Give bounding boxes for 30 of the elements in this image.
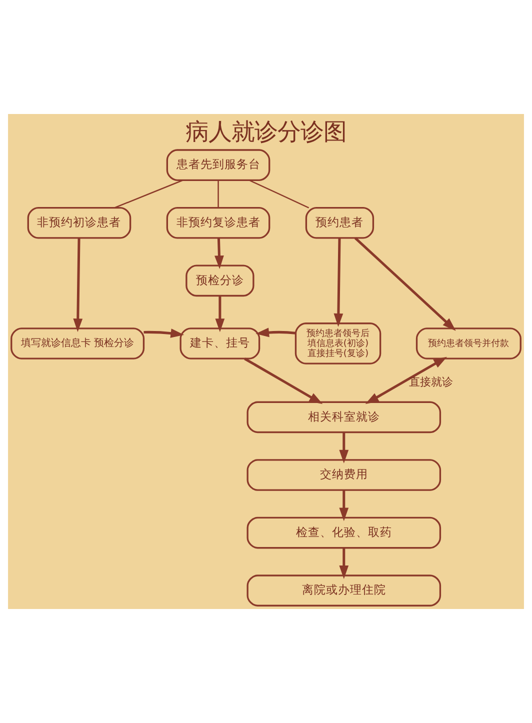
node-box: 预约患者领号并付款 [416,328,522,360]
arrow [73,238,83,332]
arrow [256,328,296,338]
arrow [339,548,349,579]
node-box: 预约患者 [305,206,374,239]
arrow [365,356,448,404]
arrow [339,432,349,464]
arrow [334,238,344,327]
node-box: 填写就诊信息卡 预检分诊 [10,328,145,360]
diagram-title: 病人就诊分诊图 [186,117,346,146]
edge-label: 直接就诊 [409,376,453,389]
arrow [214,238,224,270]
arrow [339,490,349,522]
connector [114,180,184,208]
arrow [215,296,225,332]
node-box: 离院或办理住院 [246,574,442,606]
node-box: 患者先到服务台 [166,149,270,181]
arrow [354,237,456,331]
node-box: 非预约初诊患者 [27,206,132,239]
node-box: 相关科室就诊 [246,401,442,434]
arrow [244,358,323,404]
node-box: 预约患者领号后 填信息表(初诊) 直接挂号(复诊) [294,322,382,364]
connector [218,180,219,208]
node-box: 交纳费用 [246,459,442,491]
arrow [144,328,184,338]
node-box: 非预约复诊患者 [166,206,270,239]
node-box: 预检分诊 [186,264,254,297]
node-box: 检查、化验、取药 [246,516,442,549]
node-box: 建卡、挂号 [180,328,260,360]
connector [248,180,310,208]
